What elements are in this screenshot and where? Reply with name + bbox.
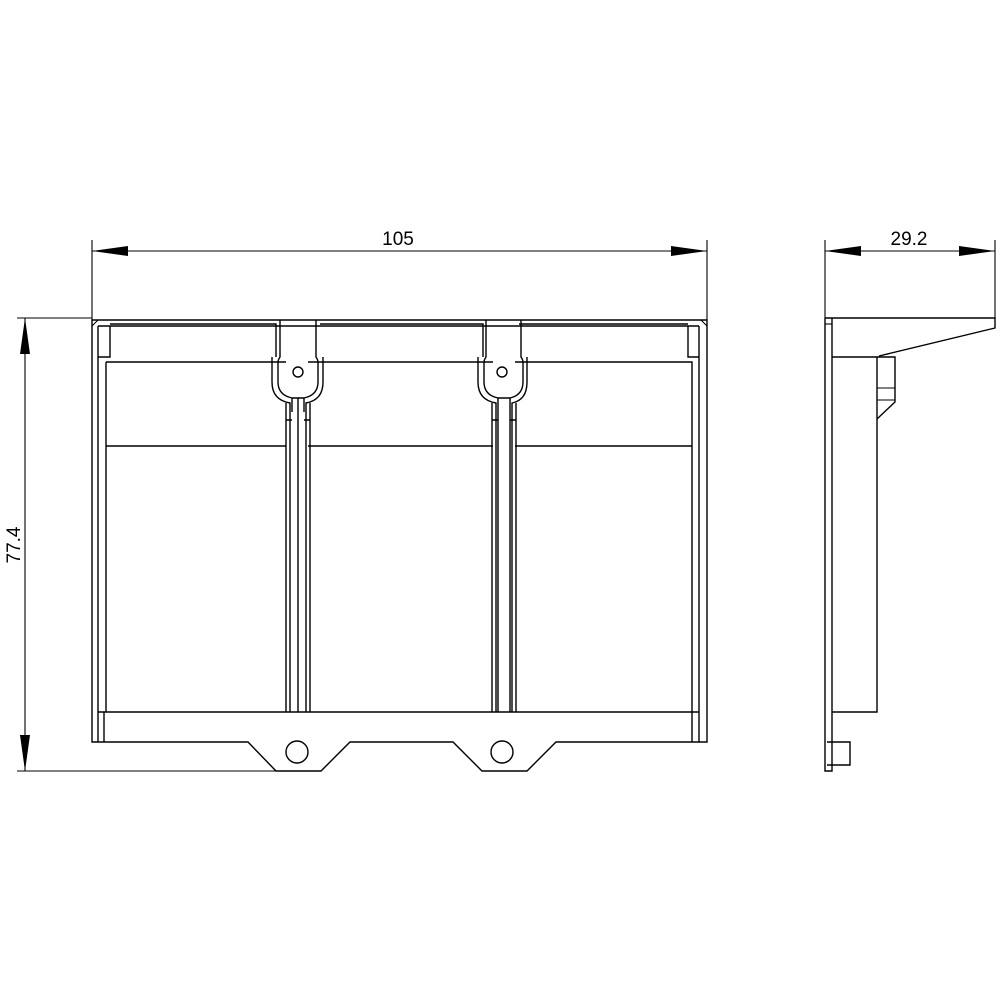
corner-bevel-right [700, 319, 708, 327]
arrow-left-icon [92, 246, 128, 256]
hinge-tab-1 [271, 320, 324, 712]
top-lip [110, 323, 688, 357]
front-view [91, 319, 708, 772]
outer-frame [91, 319, 708, 772]
dimension-height-label: 77.4 [4, 526, 25, 563]
dimension-depth-label: 29.2 [891, 229, 928, 250]
hinge-hole-1 [292, 366, 304, 378]
arrow-left-icon [825, 246, 861, 256]
mounting-hole-1 [285, 740, 309, 764]
hinge-tab-2 [477, 320, 528, 712]
dimension-height: 77.4 [4, 317, 276, 772]
dimension-width: 105 [91, 229, 708, 320]
arrow-right-icon [959, 246, 995, 256]
inner-top-panel [105, 361, 693, 712]
arrow-right-icon [671, 246, 707, 256]
dimension-width-label: 105 [382, 229, 414, 250]
corner-bevel-left [91, 319, 99, 327]
hinge-hole-2 [496, 366, 508, 378]
bottom-band [98, 711, 699, 742]
side-view [824, 317, 996, 772]
arrow-up-icon [20, 318, 30, 354]
arrow-down-icon [20, 735, 30, 771]
dimension-depth: 29.2 [824, 229, 996, 318]
mounting-hole-2 [490, 740, 514, 764]
inner-frame [97, 325, 700, 742]
